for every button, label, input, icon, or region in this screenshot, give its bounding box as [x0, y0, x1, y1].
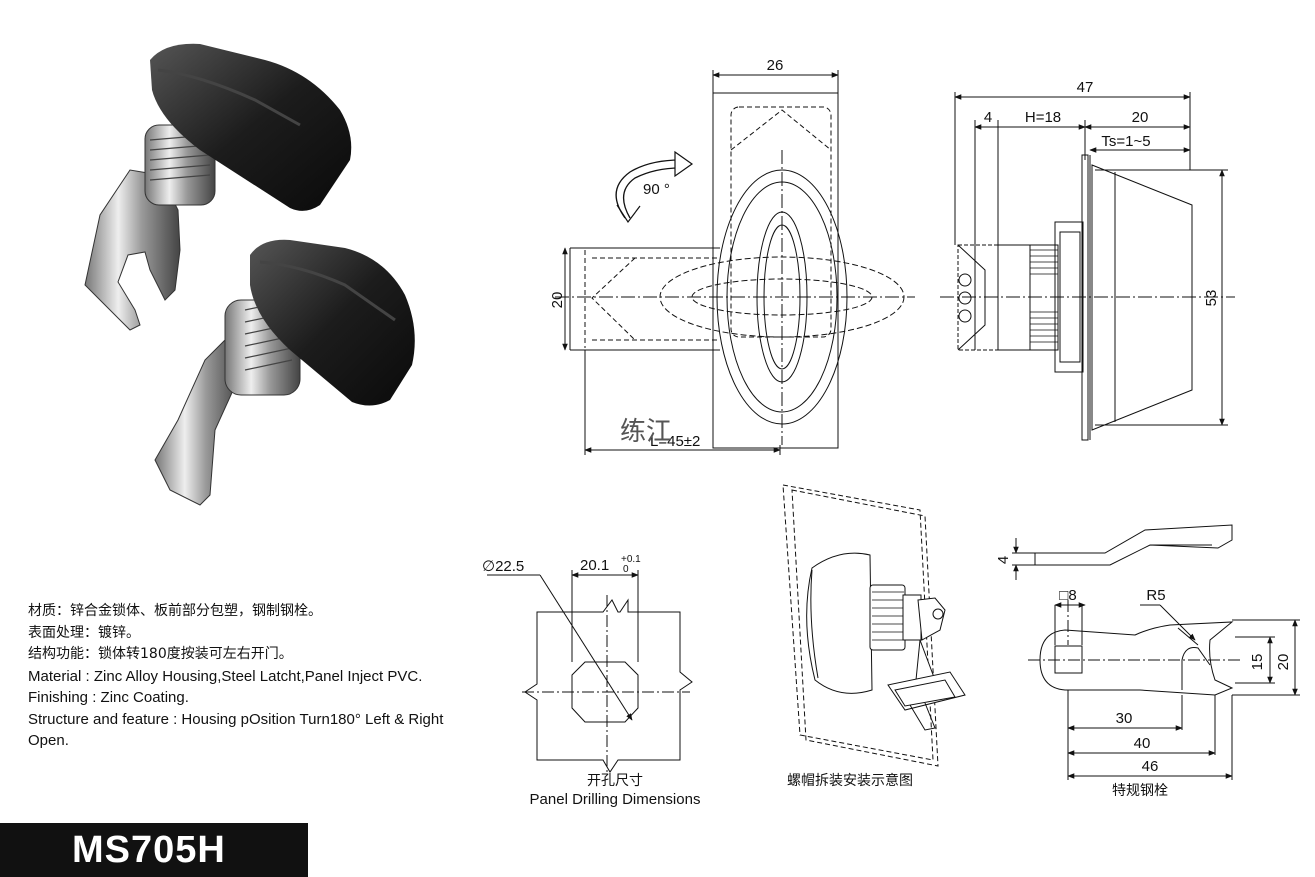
latch-dim-radius: R5 — [1146, 587, 1165, 604]
latch-dim-15: 15 — [1249, 654, 1266, 671]
rotation-label: 90 ° — [643, 181, 670, 198]
side-dim-ts: Ts=1~5 — [1101, 133, 1150, 150]
latch-caption: 特规钢栓 — [1112, 783, 1168, 799]
latch-dim-thickness: 4 — [995, 556, 1012, 564]
latch-dim-40: 40 — [1134, 735, 1151, 752]
side-dim-h: H=18 — [1025, 109, 1061, 126]
front-view — [555, 70, 915, 455]
front-dim-length: L=45±2 — [650, 433, 700, 450]
model-number: MS705H — [72, 829, 226, 871]
material-en: Material : Zinc Alloy Housing,Steel Latc… — [28, 667, 423, 685]
drill-diameter: ∅22.5 — [482, 558, 524, 575]
front-dim-20: 20 — [549, 292, 566, 309]
install-diagram — [782, 484, 966, 767]
drill-width: 20.1 — [580, 557, 609, 574]
structure-cn: 结构功能：锁体转180度按装可左右开门。 — [28, 646, 293, 662]
latch-drawing — [1012, 524, 1300, 780]
side-dim-4: 4 — [984, 109, 992, 126]
latch-dim-46: 46 — [1142, 758, 1159, 775]
structure-en: Structure and feature : Housing pOsition… — [28, 710, 444, 750]
drill-tol-upper: +0.1 — [621, 554, 641, 565]
front-dim-26: 26 — [767, 57, 784, 74]
drill-caption-en: Panel Drilling Dimensions — [530, 791, 701, 808]
side-view — [940, 92, 1235, 441]
model-banner: MS705H — [0, 823, 308, 877]
product-description: 材质：锌合金锁体、板前部分包塑，钢制钢栓。 表面处理：镀锌。 结构功能：锁体转1… — [28, 601, 468, 752]
side-dim-47: 47 — [1077, 79, 1094, 96]
watermark: 练江 — [620, 417, 672, 447]
side-dim-20: 20 — [1132, 109, 1149, 126]
drill-caption-cn: 开孔尺寸 — [587, 773, 643, 789]
install-caption: 螺帽拆装安装示意图 — [787, 772, 913, 789]
latch-dim-20: 20 — [1275, 654, 1292, 671]
material-cn: 材质：锌合金锁体、板前部分包塑，钢制钢栓。 — [28, 603, 322, 619]
latch-dim-30: 30 — [1116, 710, 1133, 727]
drill-tol-lower: 0 — [623, 564, 629, 575]
latch-dim-square: □8 — [1059, 587, 1076, 604]
finish-en: Finishing : Zinc Coating. — [28, 689, 189, 706]
panel-drilling-drawing — [487, 570, 693, 775]
product-photo — [84, 43, 415, 506]
finish-cn: 表面处理：镀锌。 — [28, 624, 140, 641]
side-dim-53: 53 — [1203, 290, 1220, 307]
